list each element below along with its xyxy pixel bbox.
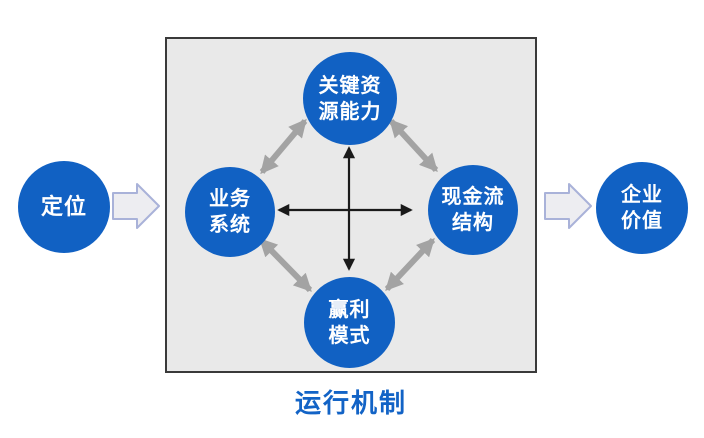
node-cashflow-structure: 现金流 结构 <box>428 165 518 255</box>
node-cashflow-structure-label: 现金流 结构 <box>441 186 505 234</box>
node-enterprise-value: 企业 价值 <box>596 162 688 254</box>
output-flow-arrow-icon <box>544 183 592 229</box>
node-positioning-label: 定位 <box>40 193 87 219</box>
mechanism-caption: 运行机制 <box>294 388 407 418</box>
node-profit-model-label: 赢利 模式 <box>328 298 371 347</box>
input-flow-arrow-icon <box>112 183 160 229</box>
node-key-resources: 关键资 源能力 <box>303 52 397 145</box>
node-enterprise-value-label: 企业 价值 <box>621 184 663 232</box>
node-business-system: 业务 系统 <box>185 167 275 257</box>
node-positioning: 定位 <box>18 161 110 253</box>
node-profit-model: 赢利 模式 <box>304 277 395 368</box>
node-business-system-label: 业务 系统 <box>209 188 251 236</box>
node-key-resources-label: 关键资 源能力 <box>318 74 382 123</box>
